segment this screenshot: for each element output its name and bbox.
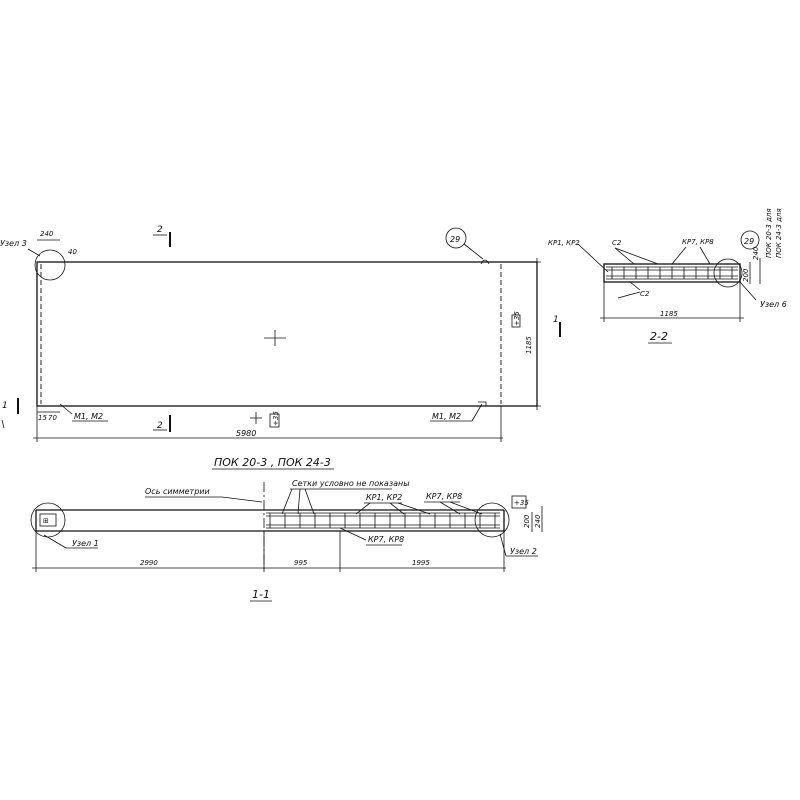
- plan-dim-15: 15: [38, 414, 47, 422]
- section-1-1: Ось симметрии ⊞ Узел 1 Узел 2 Сетки усло…: [30, 479, 543, 602]
- node3-circle: [34, 249, 66, 281]
- s22-dim-200: 200: [742, 268, 750, 282]
- section11-dim-240: 240: [534, 514, 542, 528]
- kp78-bottom-label: КР7, КР8: [368, 535, 404, 544]
- node6-circle: [713, 258, 743, 288]
- drawing-title: ПОК 20-3 , ПОК 24-3: [214, 456, 331, 469]
- s22-width: 1185: [660, 310, 678, 318]
- svg-text:1: 1: [2, 401, 8, 411]
- plan-callout-leader: [463, 243, 484, 260]
- rebar-verticals: [269, 513, 496, 528]
- axis-label: Ось симметрии: [145, 487, 210, 496]
- s22-c2-bottom: С2: [640, 290, 650, 298]
- svg-text:1: 1: [553, 315, 559, 325]
- s22-note-1: ПОК 20-3 для: [765, 208, 773, 258]
- plan-bottom-box-text: +35: [272, 411, 280, 426]
- node3-label: Узел 3: [0, 239, 27, 248]
- section22-verticals: [611, 267, 733, 279]
- kp78-top-label: КР7, КР8: [426, 492, 462, 501]
- kp12-label: КР1, КР2: [366, 493, 402, 502]
- plan-m-left: М1, М2: [74, 412, 103, 421]
- lifting-loop: [480, 259, 490, 265]
- section-2-2: КР1, КР2 С2 КР7, КР8 С2 29 Узел 6 200 24…: [548, 208, 787, 344]
- plan-dim-40: 40: [68, 248, 77, 256]
- svg-text:+35: +35: [514, 499, 529, 507]
- left-cut-mark: 1: [1, 398, 19, 429]
- rebar-frame: [266, 512, 500, 529]
- plan-right-box-text: +35: [513, 311, 521, 326]
- plan-m-right: М1, М2: [432, 412, 461, 421]
- dim-995: 995: [294, 559, 308, 567]
- section11-label: 1-1: [252, 588, 270, 601]
- cut-mark-bottom: 2: [153, 415, 171, 432]
- section11-dim-200: 200: [523, 514, 531, 528]
- plan-callout-circle: [445, 227, 467, 249]
- node2-circle: [474, 502, 510, 538]
- slab-outline: [36, 261, 538, 407]
- node6-label: Узел 6: [760, 300, 787, 309]
- right-cut-mark: 1: [553, 315, 561, 337]
- s22-callout: 29: [744, 237, 754, 246]
- mesh-note: Сетки условно не показаны: [292, 479, 410, 488]
- s22-c2-top: С2: [612, 239, 622, 247]
- plan-width: 1185: [525, 336, 533, 354]
- s22-note-2: ПОК 24-3 для: [775, 208, 783, 258]
- cut-mark-top: 2: [153, 225, 171, 247]
- plan-length: 5980: [236, 429, 256, 438]
- plan-view: Узел 3 240 40 2 2 29 1185 1: [0, 225, 561, 442]
- dim-1995: 1995: [412, 559, 430, 567]
- svg-text:2: 2: [157, 225, 163, 235]
- plan-callout: 29: [450, 235, 460, 244]
- svg-text:2: 2: [157, 421, 163, 431]
- plan-right-box: [511, 314, 521, 328]
- s22-callout-circle: [740, 230, 760, 250]
- svg-text:⊞: ⊞: [43, 517, 49, 525]
- dim-2990: 2990: [140, 559, 158, 567]
- s22-kp12: КР1, КР2: [548, 239, 580, 247]
- section11-box: [511, 495, 527, 509]
- plan-dim-240: 240: [40, 230, 54, 238]
- s22-dim-240: 240: [752, 246, 760, 260]
- node3-leader: [27, 248, 41, 257]
- node1-label: Узел 1: [72, 539, 99, 548]
- plan-dim-70: 70: [48, 414, 57, 422]
- s22-kp78: КР7, КР8: [682, 238, 714, 246]
- node2-label: Узел 2: [510, 547, 537, 556]
- plan-bottom-box: [269, 413, 280, 428]
- section22-label: 2-2: [650, 330, 668, 343]
